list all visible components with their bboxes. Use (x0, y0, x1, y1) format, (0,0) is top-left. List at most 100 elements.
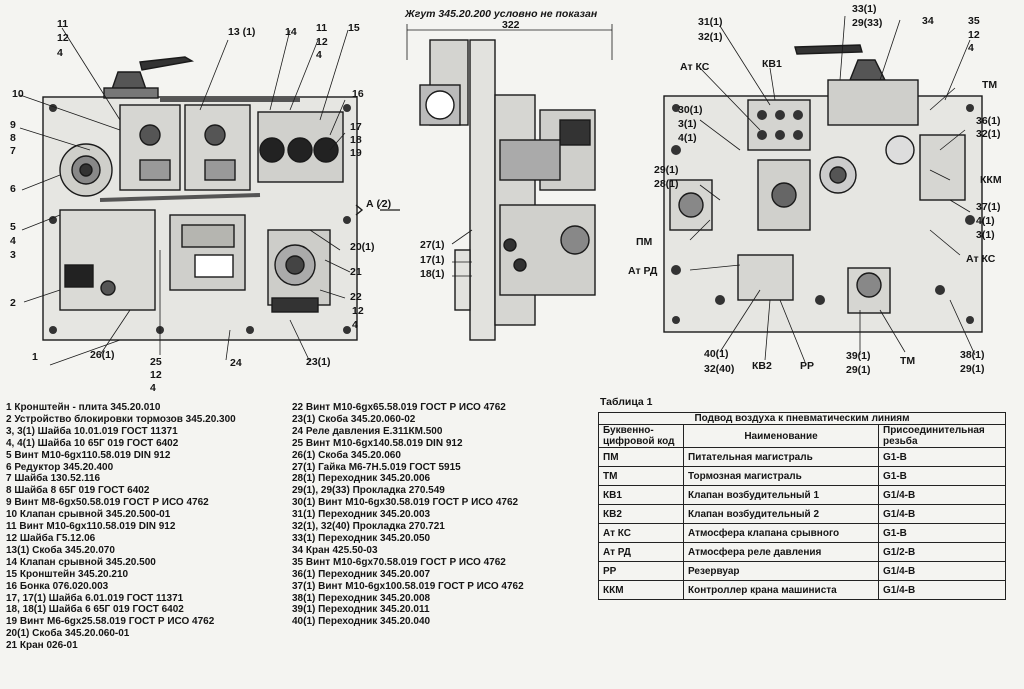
parts-list-item: 18, 18(1) Шайба 6 65Г 019 ГОСТ 6402 (6, 604, 184, 616)
callout-left: 1 (32, 351, 38, 363)
parts-list-item: 5 Винт М10-6gx110.58.019 DIN 912 (6, 449, 171, 461)
callout-left: 23(1) (306, 356, 331, 368)
callout-left: 18 (350, 134, 362, 146)
callout-left: 10 (12, 88, 24, 100)
table-caption: Таблица 1 (600, 396, 653, 408)
callout-right: Ат РД (628, 265, 658, 277)
callout-left: 24 (230, 357, 242, 369)
parts-list-item: 22 Винт М10-6gx65.58.019 ГОСТ Р ИСО 4762 (292, 402, 506, 413)
table-cell-thread: G1/2-B (878, 542, 1006, 562)
air-supply-table: Подвод воздуха к пневматическим линиям Б… (598, 412, 1006, 600)
callout-left: 4 (150, 382, 156, 394)
parts-list-item: 31(1) Переходник 345.20.003 (292, 509, 431, 521)
parts-list-item: 3, 3(1) Шайба 10.01.019 ГОСТ 11371 (6, 425, 178, 437)
callout-right: 29(1) (846, 364, 871, 376)
callout-left: 14 (285, 26, 297, 38)
parts-list-item: 37(1) Винт М10-6gx100.58.019 ГОСТ Р ИСО … (292, 580, 524, 592)
callout-right: Ат КС (680, 61, 710, 73)
table-cell-name: Клапан возбудительный 1 (683, 485, 879, 505)
callout-right: 4 (968, 42, 974, 54)
parts-list-item: 25 Винт М10-6gx140.58.019 DIN 912 (292, 437, 463, 449)
parts-list-item: 9 Винт М8-6gx50.58.019 ГОСТ Р ИСО 4762 (6, 497, 209, 509)
callout-middle: 17(1) (420, 254, 445, 266)
table-cell-name: Клапан возбудительный 2 (683, 504, 879, 524)
table-cell-code: КВ2 (598, 504, 684, 524)
callout-left: 12 (150, 369, 162, 381)
table-cell-thread: G1-B (878, 523, 1006, 543)
table-cell-code: ПМ (598, 447, 684, 467)
callout-left: 13 (1) (228, 26, 255, 38)
parts-list-item: 4, 4(1) Шайба 10 65Г 019 ГОСТ 6402 (6, 437, 179, 449)
table-header-thread: Присоединительная резьба (878, 424, 1006, 448)
callout-right: 29(1) (960, 363, 985, 375)
table-cell-name: Резервуар (683, 561, 879, 581)
table-cell-name: Атмосфера реле давления (683, 542, 879, 562)
table-cell-code: ККМ (598, 580, 684, 600)
callout-left: 4 (352, 319, 358, 331)
callout-middle: 18(1) (420, 268, 445, 280)
parts-list-item: 23(1) Скоба 345.20.060-02 (292, 413, 416, 425)
callout-right: 3(1) (976, 229, 995, 241)
callout-right: 33(1) (852, 3, 877, 15)
callout-right: КВ2 (752, 360, 772, 372)
view-label: А (⁄2) (366, 198, 391, 210)
callout-right: 37(1) (976, 201, 1001, 213)
harness-note: Жгут 345.20.200 условно не показан (404, 8, 598, 20)
table-cell-code: Ат РД (598, 542, 684, 562)
table-title: Подвод воздуха к пневматическим линиям (598, 412, 1006, 425)
parts-list-item: 32(1), 32(40) Прокладка 270.721 (292, 521, 445, 533)
table-cell-thread: G1/4-B (878, 485, 1006, 505)
parts-list-item: 11 Винт М10-6gx110.58.019 DIN 912 (6, 521, 176, 533)
table-header-name: Наименование (683, 424, 879, 448)
callout-right: 3(1) (678, 118, 697, 130)
callout-right: ТМ (900, 355, 915, 367)
callout-left: 12 (316, 36, 328, 48)
callout-middle: 27(1) (420, 239, 445, 251)
callout-right: 30(1) (678, 104, 703, 116)
callout-left: 8 (10, 132, 16, 144)
table-cell-thread: G1-B (878, 466, 1006, 486)
callout-left: 2 (10, 297, 16, 309)
table-cell-thread: G1/4-B (878, 561, 1006, 581)
callout-left: 11 (316, 22, 327, 34)
callout-right: 29(1) (654, 164, 679, 176)
table-header-code: Буквенно-цифровой код (598, 424, 684, 448)
parts-list-item: 12 Шайба Г5.12.06 (6, 532, 96, 544)
callout-left: 6 (10, 183, 16, 195)
callout-right: 4(1) (976, 215, 995, 227)
table-cell-thread: G1/4-B (878, 580, 1006, 600)
callout-left: 25 (150, 356, 162, 368)
parts-list-item: 28(1) Переходник 345.20.006 (292, 473, 431, 485)
parts-list-item: 16 Бонка 076.020.003 (6, 580, 109, 592)
table-cell-name: Атмосфера клапана срывного (683, 523, 879, 543)
parts-list-column-2: 22 Винт М10-6gx65.58.019 ГОСТ Р ИСО 4762… (292, 402, 524, 628)
parts-list-item: 1 Кронштейн - плита 345.20.010 (6, 402, 161, 413)
callout-left: 4 (57, 47, 63, 59)
parts-list-item: 14 Клапан срывной 345.20.500 (6, 556, 156, 568)
callout-right: 32(1) (976, 128, 1001, 140)
table-cell-code: Ат КС (598, 523, 684, 543)
callout-left: 22 (350, 291, 362, 303)
overall-dimension: 322 (502, 19, 520, 31)
callout-right: 32(40) (704, 363, 734, 375)
parts-list-item: 21 Кран 026-01 (6, 640, 78, 652)
callout-right: 4(1) (678, 132, 697, 144)
callout-right: РР (800, 360, 814, 372)
table-cell-thread: G1-B (878, 447, 1006, 467)
parts-list-item: 27(1) Гайка М6-7Н.5.019 ГОСТ 5915 (292, 461, 461, 473)
callout-right: Ат КС (966, 253, 996, 265)
callout-left: 12 (57, 32, 69, 44)
parts-list-item: 35 Винт М10-6gx70.58.019 ГОСТ Р ИСО 4762 (292, 556, 506, 568)
callout-right: 38(1) (960, 349, 985, 361)
parts-list-item: 38(1) Переходник 345.20.008 (292, 592, 431, 604)
rear-view (663, 15, 983, 363)
callout-left: 15 (348, 22, 360, 34)
parts-list-item: 36(1) Переходник 345.20.007 (292, 568, 431, 580)
callout-right: 28(1) (654, 178, 679, 190)
table-cell-code: РР (598, 561, 684, 581)
parts-list-item: 8 Шайба 8 65Г 019 ГОСТ 6402 (6, 485, 150, 497)
